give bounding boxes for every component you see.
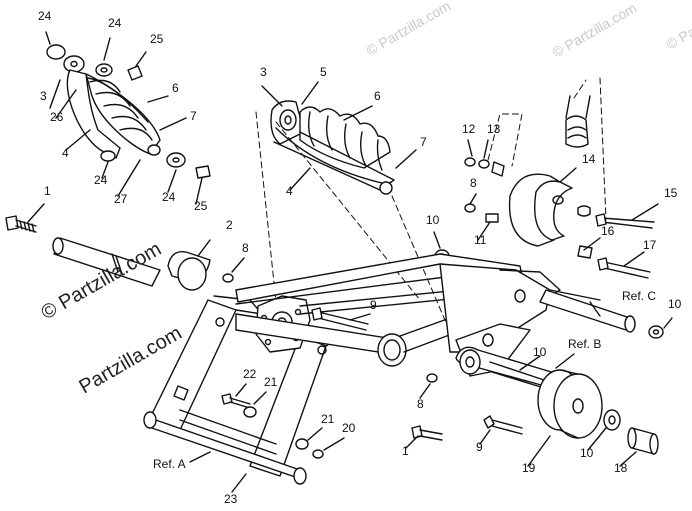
part-label-l4b: 4 <box>286 184 293 198</box>
part-label-l23: 23 <box>224 492 238 506</box>
part-label-l1b: 1 <box>402 444 409 458</box>
part-label-l20: 20 <box>342 421 356 435</box>
part-label-l24a: 24 <box>38 9 52 23</box>
part-label-l16: 16 <box>601 224 615 238</box>
part-label-l13: 13 <box>487 122 501 136</box>
part-label-l8a: 8 <box>470 176 477 190</box>
part-label-l24d: 24 <box>162 190 176 204</box>
part-label-l8b: 8 <box>242 241 249 255</box>
part-label-l9b: 9 <box>476 440 483 454</box>
part-label-l3a: 3 <box>40 89 47 103</box>
part-label-l27: 27 <box>114 192 128 206</box>
bottom-leaders <box>189 451 247 493</box>
part-label-l1a: 1 <box>44 184 51 198</box>
part-label-l12: 12 <box>462 122 476 136</box>
part-label-l17: 17 <box>643 238 657 252</box>
part-label-l26: 26 <box>50 110 64 124</box>
part-label-l22: 22 <box>243 367 257 381</box>
part-label-l2: 2 <box>226 218 233 232</box>
part-label-l25a: 25 <box>150 32 164 46</box>
part-label-l15: 15 <box>664 186 678 200</box>
part-label-l5: 5 <box>320 65 327 79</box>
part-label-l10b: 10 <box>668 297 682 311</box>
part-label-l10d: 10 <box>580 446 594 460</box>
part-label-lrefa: Ref. A <box>153 457 186 471</box>
rear-suspension-frame <box>143 253 601 485</box>
part-label-l21b: 21 <box>321 412 335 426</box>
part-label-l7b: 7 <box>420 135 427 149</box>
part-label-lrefc: Ref. C <box>622 289 656 303</box>
bolt-1-left <box>5 203 45 233</box>
part-label-l8c: 8 <box>417 397 424 411</box>
bracket-14 <box>433 139 659 279</box>
part-label-l9a: 9 <box>370 298 377 312</box>
upper-right-spring <box>565 95 591 217</box>
center-shock-absorber <box>261 81 417 195</box>
part-label-l18: 18 <box>614 461 628 475</box>
part-label-l14: 14 <box>582 152 596 166</box>
part-label-l4a: 4 <box>62 146 69 160</box>
part-label-l21a: 21 <box>264 375 278 389</box>
watermark-diag-2: © Partzilla.com <box>550 0 640 61</box>
part-label-l24c: 24 <box>94 173 108 187</box>
left-shock-absorber <box>45 31 211 205</box>
part-label-lrefb: Ref. B <box>568 337 601 351</box>
part-label-l10a: 10 <box>426 213 440 227</box>
part-label-l10c: 10 <box>533 345 547 359</box>
part-label-l3b: 3 <box>260 65 267 79</box>
part-label-l6b: 6 <box>374 89 381 103</box>
part-label-l24b: 24 <box>108 16 122 30</box>
part-label-l6a: 6 <box>172 81 179 95</box>
right-arm-assembly <box>405 263 673 467</box>
upper-cross-shaft <box>52 237 245 291</box>
part-label-l7a: 7 <box>190 109 197 123</box>
watermark-diag-3: © Partzilla.com <box>664 0 692 53</box>
part-label-l25b: 25 <box>194 199 208 213</box>
part-label-l19: 19 <box>522 461 536 475</box>
part-label-l11: 11 <box>474 233 487 247</box>
watermark-diag-1: © Partzilla.com <box>364 0 454 59</box>
